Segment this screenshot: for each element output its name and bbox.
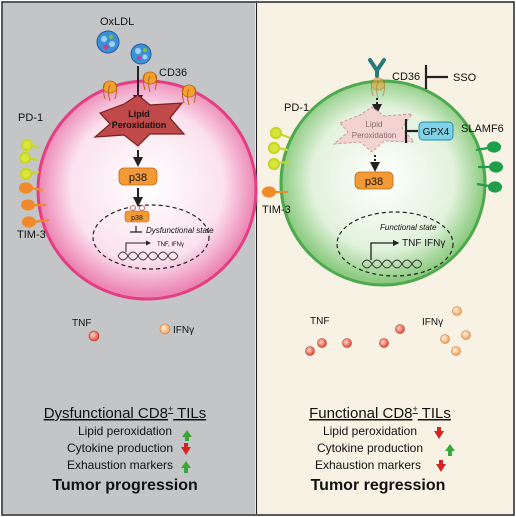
arrow-up-icon: [445, 444, 455, 456]
right-tim3-receptors: [261, 186, 288, 198]
slamf6-label: SLAMF6: [461, 123, 504, 135]
right-pd1-label: PD-1: [284, 102, 309, 114]
left-p38-box: [118, 167, 158, 186]
right-tim3-label: TIM-3: [262, 204, 291, 216]
right-lipid-line2: Peroxidation: [352, 131, 396, 140]
left-outcome: Tumor progression: [52, 477, 198, 494]
right-p38-label: p38: [365, 176, 383, 188]
right-pd1-receptors: [267, 126, 291, 171]
lipid-peroxidation-burst: [93, 94, 186, 147]
right-ifng-label: IFNγ: [422, 317, 443, 328]
left-title: Dysfunctional CD8+ TILs: [44, 404, 207, 422]
left-nucleus: [92, 204, 210, 270]
left-dna-icon: [117, 251, 179, 261]
gpx4-label: GPX4: [423, 127, 450, 138]
right-title: Functional CD8+ TILs: [309, 404, 451, 422]
left-lipid-line2: Peroxidation: [112, 120, 167, 130]
right-ifng-dots: [440, 306, 471, 356]
left-tim3-label: TIM-3: [17, 229, 46, 241]
slamf6-receptors: [475, 141, 504, 193]
left-ifng-dot: [159, 323, 171, 335]
phospho-icon: [130, 205, 136, 211]
left-state-label: Dysfunctional state: [146, 226, 214, 235]
left-lipid-line1: Lipid: [128, 109, 150, 119]
right-gene-arrow: [370, 239, 400, 260]
left-tnf-label: TNF: [72, 318, 91, 329]
right-tnf-dots: [305, 324, 405, 356]
left-tnf-dot: [88, 330, 100, 342]
left-item-cytokine: Cytokine production: [67, 441, 173, 455]
right-state-label: Functional state: [380, 223, 437, 232]
left-tim3-receptors: [18, 182, 50, 228]
right-p38-box: [354, 171, 394, 190]
gpx4-inhibitor: [404, 119, 418, 143]
arrow-up-icon: [181, 461, 191, 473]
sso-label: SSO: [453, 72, 477, 84]
left-inhibition-bar: [130, 226, 142, 233]
left-pd1-receptors: [18, 138, 41, 181]
left-item-exhaustion: Exhaustion markers: [67, 458, 173, 472]
right-genes-label: TNF IFNγ: [402, 238, 445, 249]
right-lipid-peroxidation-burst: [332, 106, 416, 153]
arrow-down-icon: [436, 460, 446, 472]
right-item-cytokine: Cytokine production: [317, 441, 423, 455]
left-pd1-label: PD-1: [18, 112, 43, 124]
arrow-down-icon: [434, 427, 444, 439]
antibody-icon: [368, 58, 386, 78]
left-gene-arrow: [125, 240, 151, 252]
gpx4-box: [418, 121, 454, 141]
right-outcome: Tumor regression: [311, 477, 446, 494]
left-p38-label: p38: [129, 172, 147, 184]
left-ifng-label: IFNγ: [173, 325, 194, 336]
right-nucleus: [336, 211, 454, 277]
phospho-icon: [139, 205, 145, 211]
left-genes-label: TNF, IFNγ: [157, 242, 184, 248]
left-item-lipid: Lipid peroxidation: [78, 424, 172, 438]
left-p38-nuclear-label: p38: [131, 215, 143, 222]
right-dna-icon: [361, 259, 423, 269]
arrow-up-icon: [182, 430, 192, 441]
right-lipid-line1: Lipid: [366, 120, 383, 129]
right-cd36-label: CD36: [392, 71, 420, 83]
sso-inhibitor: [424, 65, 448, 89]
right-item-exhaustion: Exhaustion markers: [315, 458, 421, 472]
right-item-lipid: Lipid peroxidation: [323, 424, 417, 438]
oxldl-particles: [96, 30, 152, 65]
arrow-down-icon: [181, 443, 191, 455]
left-cd36-label: CD36: [159, 67, 187, 79]
oxldl-label: OxLDL: [100, 16, 134, 28]
left-p38-nuclear-box: [124, 210, 150, 223]
right-tnf-label: TNF: [310, 316, 329, 327]
